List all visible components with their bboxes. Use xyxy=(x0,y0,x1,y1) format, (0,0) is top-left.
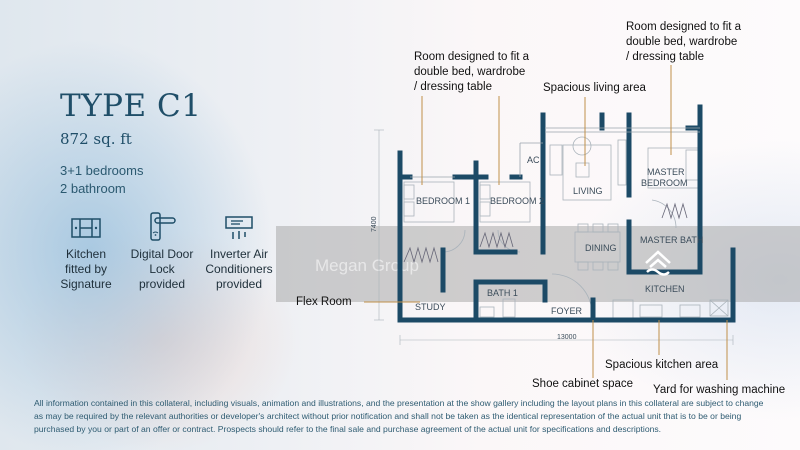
digital-door-lock-icon xyxy=(150,212,176,241)
feature-label: Kitchen xyxy=(65,247,107,261)
leader-lines xyxy=(364,65,728,380)
room-label-bath-1: BATH 1 xyxy=(487,288,518,298)
annotation-flex-room: Flex Room xyxy=(296,296,352,308)
annotation-bedrooms: Room designed to fit a double bed, wardr… xyxy=(414,50,529,95)
bathroom-count: 2 bathroom xyxy=(60,181,126,196)
annotation-line: double bed, wardrobe xyxy=(414,66,526,78)
feature-label: Signature xyxy=(60,277,112,291)
room-label-master-line1: MASTER xyxy=(647,167,685,177)
feature-label: Digital Door xyxy=(130,247,194,261)
annotation-line: double bed, wardrobe xyxy=(626,36,738,48)
room-label-bedroom-2: BEDROOM 2 xyxy=(490,196,544,206)
watermark-band xyxy=(276,226,800,302)
air-conditioner-icon xyxy=(225,216,253,239)
depth-dimension: 7400 xyxy=(371,216,378,232)
feature-kitchen: Kitchen fitted by Signature xyxy=(46,215,126,292)
room-label-master-bath: MASTER BATH xyxy=(640,235,703,245)
dimension-lines xyxy=(374,129,734,345)
annotation-line: / dressing table xyxy=(414,81,492,93)
annotation-line: Room designed to fit a xyxy=(626,21,742,33)
annotation-yard: Yard for washing machine xyxy=(653,384,786,396)
room-label-dining: DINING xyxy=(585,243,617,253)
room-label-ac: AC xyxy=(527,155,540,165)
feature-label: Conditioners xyxy=(205,262,273,276)
watermark-logo-icon xyxy=(645,250,671,276)
annotation-master: Room designed to fit a double bed, wardr… xyxy=(626,20,741,65)
unit-size: 872 sq. ft xyxy=(60,130,132,148)
annotation-line: / dressing table xyxy=(626,51,704,63)
feature-label: Inverter Air xyxy=(209,247,269,261)
room-label-kitchen: KITCHEN xyxy=(645,284,685,294)
room-label-study: STUDY xyxy=(415,302,446,312)
disclaimer: All information contained in this collat… xyxy=(34,398,764,434)
feature-label: Lock xyxy=(149,262,175,276)
feature-air-conditioner: Inverter Air Conditioners provided xyxy=(199,215,279,292)
room-label-living: LIVING xyxy=(573,186,603,196)
bedroom-count: 3+1 bedrooms xyxy=(60,163,144,178)
unit-type-title: TYPE C1 xyxy=(60,88,202,124)
room-label-foyer: FOYER xyxy=(551,306,583,316)
feature-label: fitted by xyxy=(64,262,108,276)
room-label-master-line2: BEDROOM xyxy=(641,178,688,188)
room-label-bedroom-1: BEDROOM 1 xyxy=(416,196,470,206)
watermark-text: Megan Group xyxy=(315,256,419,275)
kitchen-cabinet-icon xyxy=(71,218,101,238)
feature-label: provided xyxy=(215,277,263,291)
feature-label: provided xyxy=(138,277,186,291)
annotation-kitchen: Spacious kitchen area xyxy=(605,359,719,371)
annotation-line: Room designed to fit a xyxy=(414,51,530,63)
windows xyxy=(410,127,700,178)
annotation-shoe-cabinet: Shoe cabinet space xyxy=(532,378,634,390)
width-dimension: 13000 xyxy=(557,334,577,341)
feature-door-lock: Digital Door Lock provided xyxy=(122,212,202,292)
annotation-living: Spacious living area xyxy=(543,82,646,94)
